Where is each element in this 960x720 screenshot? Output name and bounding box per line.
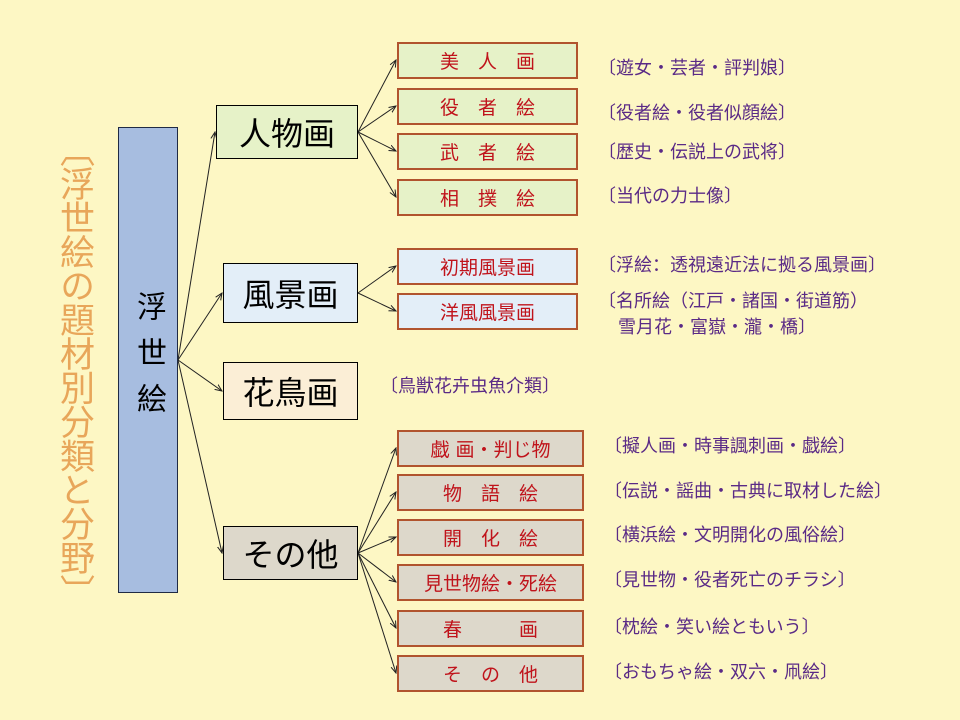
sub-shunga: 春 画	[397, 610, 584, 647]
sub-monogatarie: 物 語 絵	[397, 474, 584, 511]
desc-yakushae: 〔役者絵・役者似顔絵〕	[598, 103, 796, 124]
sub-yakushae: 役 者 絵	[397, 88, 578, 125]
arrow-jinbutsuga-sub-2	[357, 131, 396, 151]
arrow-sonota-sub-2	[357, 537, 396, 554]
arrow-sonota-sub-1	[357, 492, 396, 554]
category-jinbutsuga: 人物画	[216, 105, 358, 159]
diagram-title: 〔浮世絵の題材別分類と分野〕	[54, 132, 94, 608]
arrow-jinbutsuga-sub-3	[357, 131, 396, 197]
arrow-fukeiga-sub-0	[357, 266, 396, 294]
sub-sonota: そ の 他	[397, 655, 584, 692]
arrow-root-sonota	[177, 359, 222, 553]
sub-kaikae: 開 化 絵	[397, 519, 584, 556]
desc-yofu-fukeiga: 〔名所絵（江戸・諸国・街道筋）	[598, 291, 868, 312]
category-fukeiga: 風景画	[223, 263, 358, 323]
desc-shoki-fukeiga: 〔浮絵：透視遠近法に拠る風景画〕	[598, 255, 886, 276]
arrow-jinbutsuga-sub-1	[357, 106, 396, 133]
arrow-root-kachoga	[177, 359, 222, 391]
desc-giga: 〔擬人画・時事諷刺画・戯絵〕	[604, 436, 856, 457]
category-sonota: その他	[223, 526, 358, 580]
desc-shunga: 〔枕絵・笑い絵ともいう〕	[604, 617, 820, 638]
root-ukiyoe: 浮世絵	[118, 127, 178, 593]
sub-bijinga: 美 人 画	[397, 42, 578, 79]
desc-sumoe: 〔当代の力士像〕	[598, 186, 742, 207]
desc-bijinga: 〔遊女・芸者・評判娘〕	[598, 58, 796, 79]
desc-monogatarie: 〔伝説・謡曲・古典に取材した絵〕	[604, 481, 892, 502]
desc-kachoga: 〔鳥獣花卉虫魚介類〕	[380, 376, 560, 397]
desc-kaikae: 〔横浜絵・文明開化の風俗絵〕	[604, 525, 856, 546]
sub-mushae: 武 者 絵	[397, 133, 578, 170]
desc-mushae: 〔歴史・伝説上の武将〕	[598, 142, 796, 163]
arrow-sonota-sub-3	[357, 552, 396, 582]
arrow-root-fukeiga	[177, 293, 222, 361]
arrow-jinbutsuga-sub-0	[357, 60, 396, 133]
category-kachoga: 花鳥画	[223, 362, 358, 420]
sub-giga: 戯 画・判じ物	[397, 430, 584, 467]
arrow-sonota-sub-4	[357, 552, 396, 628]
sub-yofu-fukeiga: 洋風風景画	[397, 293, 578, 330]
sub-sumoe: 相 撲 絵	[397, 179, 578, 216]
desc-yofu-fukeiga-line2: 雪月花・富嶽・瀧・橋〕	[618, 317, 816, 338]
arrow-sonota-sub-5	[357, 552, 396, 673]
desc-misemonoe: 〔見世物・役者死亡のチラシ〕	[604, 570, 856, 591]
arrow-sonota-sub-0	[357, 448, 396, 554]
sub-shoki-fukeiga: 初期風景画	[397, 248, 578, 285]
arrow-root-jinbutsuga	[177, 132, 215, 361]
sub-misemonoe: 見世物絵・死絵	[397, 564, 584, 601]
desc-sonota: 〔おもちゃ絵・双六・凧絵〕	[604, 662, 838, 683]
arrow-fukeiga-sub-1	[357, 292, 396, 311]
